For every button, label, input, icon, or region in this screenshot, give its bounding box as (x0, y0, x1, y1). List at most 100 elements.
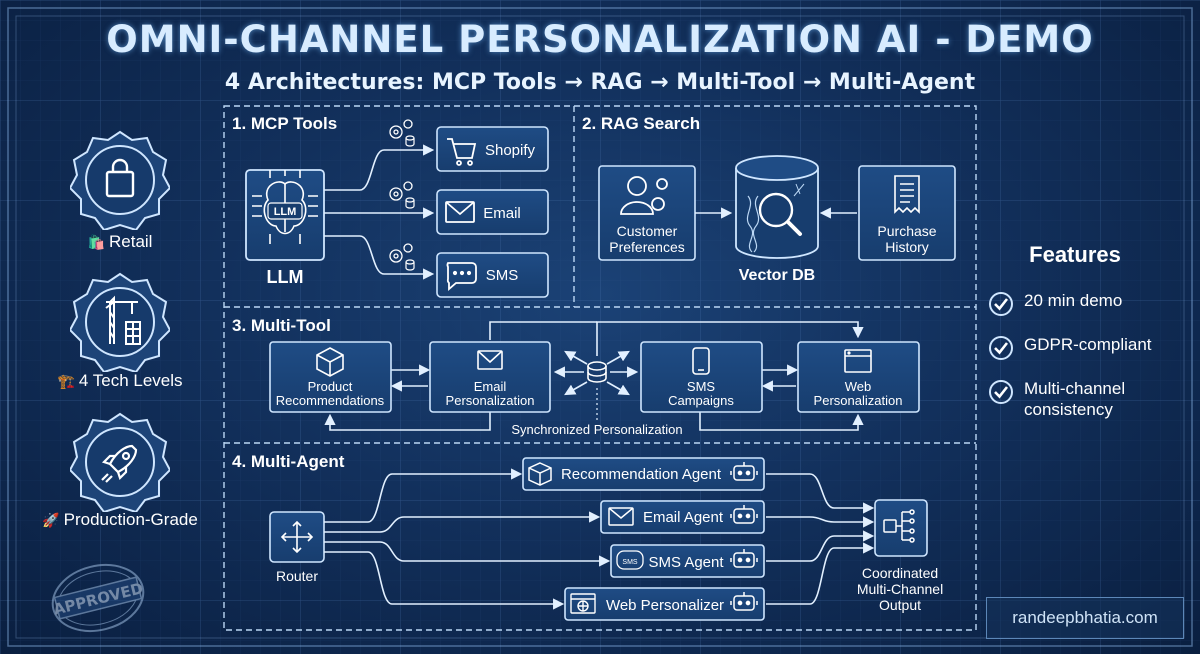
robot-icon (730, 462, 758, 611)
router-to-email (324, 511, 601, 533)
package-icon (316, 347, 344, 377)
multi-tool-section: Product Recommendations Email Personaliz… (269, 321, 920, 437)
badge-production-label: 🚀Production-Grade (25, 510, 215, 530)
router-arrows-icon (280, 520, 314, 554)
badge-tech-label: 🏗️4 Tech Levels (40, 371, 200, 391)
email-personalization-line2: Personalization (446, 393, 535, 408)
section-title-mcp: 1. MCP Tools (232, 114, 338, 133)
hub-database-icon (587, 361, 607, 383)
sms-bubble-icon (616, 550, 644, 570)
production-badge (70, 412, 170, 512)
email-agent-label: Email Agent (643, 509, 724, 526)
tool-email (436, 189, 549, 235)
diagram-outer-frame (223, 105, 977, 631)
badge-retail-emoji: 🛍️ (87, 234, 105, 250)
website-link[interactable]: randeepbhatia.com (986, 597, 1184, 639)
smartphone-icon (692, 347, 710, 375)
sms-agent-label: SMS Agent (648, 554, 724, 571)
page-title: OMNI-CHANNEL PERSONALIZATION AI - DEMO (106, 18, 1094, 61)
hub-diag-2 (606, 350, 630, 365)
sms-to-output (766, 530, 875, 562)
sms-campaigns-line2: Campaigns (668, 393, 734, 408)
envelope-icon (608, 507, 634, 526)
badge-retail-label: 🛍️Retail (50, 232, 190, 252)
sms-agent-box (610, 544, 765, 578)
tool-sms-label: SMS (486, 267, 519, 284)
mcp-tools-section: LLM LLM (245, 119, 549, 298)
web-personalization-box (797, 341, 920, 413)
hub-diag-1 (564, 350, 588, 365)
email-personalization-line1: Email (474, 379, 507, 394)
features-title: Features (1029, 242, 1121, 267)
output-line2: Multi-Channel (857, 581, 943, 597)
email-to-output (766, 516, 875, 528)
sms-campaigns-box (640, 341, 763, 413)
product-recommendations-line2: Recommendations (276, 393, 385, 408)
router-to-recommendation (324, 468, 523, 523)
router-to-sms (324, 541, 611, 567)
shopping-bag-icon (105, 158, 135, 198)
connector-llm-sms (324, 235, 435, 280)
check-circle-icon (989, 380, 1013, 404)
loop-top-left (489, 321, 597, 340)
output-line3: Output (879, 597, 921, 613)
llm-chip-badge (267, 202, 303, 220)
web-personalizer-label: Web Personalizer (606, 597, 724, 614)
database-mini-icon (405, 135, 415, 271)
browser-globe-icon (570, 593, 596, 614)
rocket-icon (101, 444, 138, 483)
loop-bottom-left (324, 410, 491, 431)
envelope-icon (445, 201, 475, 223)
section-title-multitool: 3. Multi-Tool (232, 316, 331, 335)
badge-retail-text: Retail (108, 232, 153, 251)
approved-stamp: APPROVED (52, 564, 145, 632)
sms-chip-text: SMS (622, 559, 638, 566)
purchase-history-line2: History (885, 239, 929, 255)
package-icon (528, 462, 552, 486)
purchase-history-box (858, 165, 956, 261)
feature-text: Multi-channel consistency (1024, 379, 1126, 420)
receipt-icon (894, 175, 920, 214)
llm-chip-text: LLM (274, 206, 297, 218)
envelope-icon (477, 350, 503, 370)
recommendation-agent-label: Recommendation Agent (561, 466, 722, 483)
email-personalization-box (429, 341, 551, 413)
connector-llm-shopify (324, 144, 435, 191)
badge-tech-emoji: 🏗️ (57, 373, 75, 389)
chat-bubble-icon (446, 262, 477, 291)
web-personalizer-box (564, 587, 765, 621)
hub-diag-4 (606, 381, 630, 396)
tool-email-label: Email (483, 205, 521, 222)
gear-icon (389, 119, 413, 263)
llm-label: LLM (267, 267, 304, 287)
feature-text: 20 min demo (1024, 291, 1123, 310)
user-gear-icon (620, 176, 668, 215)
loop-top-right (596, 321, 864, 356)
customer-preferences-line2: Preferences (609, 239, 684, 255)
web-to-output (766, 542, 875, 605)
section-frames (223, 105, 977, 631)
check-circle-icon (989, 336, 1013, 360)
network-output-icon (883, 509, 915, 543)
browser-window-icon (844, 349, 872, 373)
tool-sms (436, 252, 549, 298)
purchase-history-line1: Purchase (877, 223, 936, 239)
synchronized-label: Synchronized Personalization (511, 422, 682, 437)
crane-icon (105, 295, 141, 345)
feature-text: GDPR-compliant (1024, 335, 1152, 354)
output-box (874, 499, 928, 557)
product-recommendations-box (269, 341, 392, 413)
badge-tech-text: 4 Tech Levels (78, 371, 183, 390)
web-personalization-line2: Personalization (814, 393, 903, 408)
badge-production-text: Production-Grade (63, 510, 198, 529)
brain-chip-icon (252, 170, 318, 244)
web-personalization-line1: Web (845, 379, 872, 394)
badge-production-emoji: 🚀 (42, 512, 60, 528)
email-agent-box (600, 500, 765, 534)
recommendation-agent-box (522, 457, 765, 491)
product-recommendations-line1: Product (308, 379, 353, 394)
recommendation-to-output (766, 473, 875, 514)
